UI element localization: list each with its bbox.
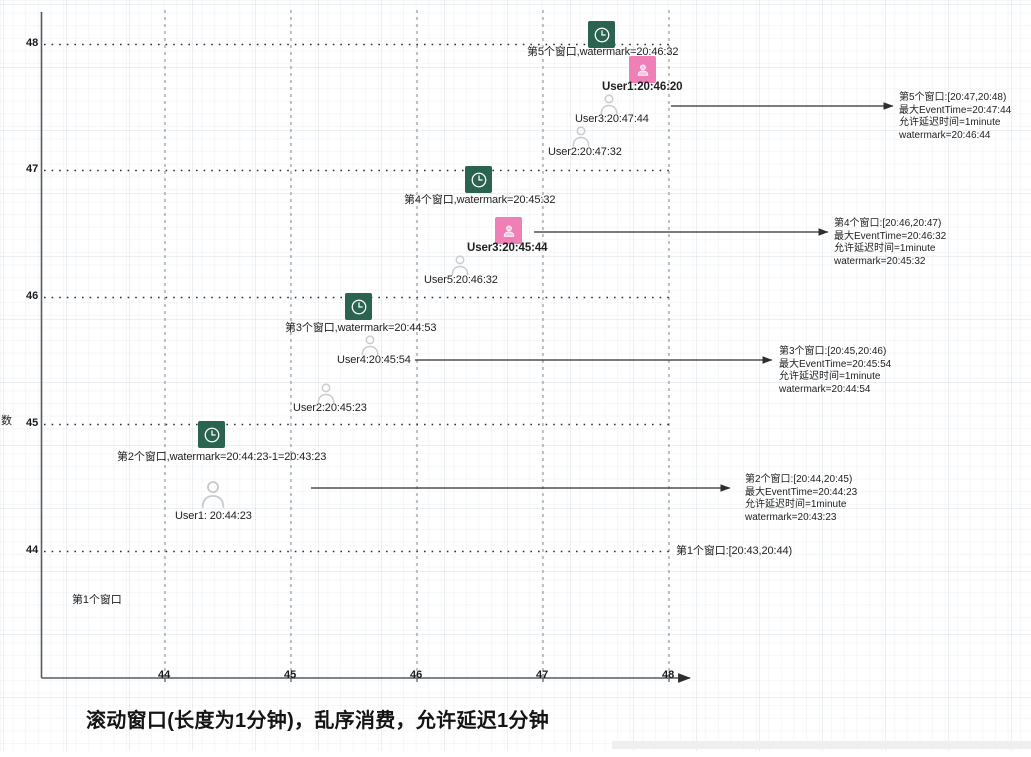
window5-annotation-line4: watermark=20:46:44: [899, 129, 991, 141]
page-title: 滚动窗口(长度为1分钟)，乱序消费，允许延迟1分钟: [86, 710, 550, 732]
clock-icon-window5: [588, 21, 615, 48]
window3-annotation-line4: watermark=20:44:54: [779, 383, 871, 395]
clock-icon-window4: [465, 166, 492, 193]
window1-floor-label: 第1个窗口: [72, 594, 122, 606]
clock-icon: [471, 172, 486, 187]
x-tick-label-48: 48: [662, 669, 675, 681]
person-icon: [600, 94, 618, 115]
y-tick-label-44: 44: [26, 544, 39, 556]
person-icon-window4-user5: [449, 253, 471, 277]
window3-event-user2-label: User2:20:45:23: [293, 402, 367, 414]
person-icon-window5-user2: [570, 124, 592, 148]
clock-icon: [204, 427, 219, 442]
person-icon: [317, 383, 335, 404]
x-tick-label-46: 46: [410, 669, 423, 681]
window4-event-user3-label: User3:20:45:44: [467, 242, 548, 254]
window5-event-user1-label: User1:20:46:20: [602, 81, 683, 93]
person-icon-window2-user1: [198, 478, 228, 510]
window4-watermark-label: 第4个窗口,watermark=20:45:32: [404, 194, 556, 206]
window5-annotation-line2: 最大EventTime=20:47:44: [899, 104, 1012, 116]
clock-icon: [594, 27, 609, 42]
window5-annotation-line1: 第5个窗口:[20:47,20:48): [899, 92, 1007, 103]
window3-annotation-line2: 最大EventTime=20:45:54: [779, 358, 892, 370]
y-tick-label-47: 47: [26, 163, 39, 175]
y-tick-label-46: 46: [26, 290, 39, 302]
window4-event-user5-label: User5:20:46:32: [424, 274, 498, 286]
window2-event-user1-label: User1: 20:44:23: [175, 510, 252, 522]
window1-range-label: 第1个窗口:[20:43,20:44): [676, 545, 793, 557]
person-icon-window5-user1: [629, 56, 656, 83]
window2-annotation-line2: 最大EventTime=20:44:23: [745, 486, 858, 498]
y-axis-label: 数: [1, 415, 12, 427]
x-tick-label-45: 45: [284, 669, 297, 681]
window3-annotation: 第3个窗口:[20:45,20:46) 最大EventTime=20:45:54…: [779, 346, 891, 396]
window4-annotation: 第4个窗口:[20:46,20:47) 最大EventTime=20:46:32…: [834, 218, 946, 268]
window3-annotation-line3: 允许延迟时间=1minute: [779, 371, 881, 383]
person-icon: [201, 481, 225, 508]
bottom-shadow-strip: [612, 741, 1031, 749]
clock-icon-window2: [198, 421, 225, 448]
window4-annotation-line4: watermark=20:45:32: [834, 255, 926, 267]
window2-watermark-label: 第2个窗口,watermark=20:44:23-1=20:43:23: [117, 451, 327, 463]
bottom-white-strip: [0, 751, 1031, 757]
clock-icon: [351, 299, 366, 314]
window5-event-user3-label: User3:20:47:44: [575, 113, 649, 125]
window3-watermark-label: 第3个窗口,watermark=20:44:53: [285, 322, 437, 334]
x-tick-label-44: 44: [158, 669, 171, 681]
person-icon: [503, 225, 514, 237]
person-icon-window4-user3: [495, 217, 522, 244]
window2-annotation: 第2个窗口:[20:44,20:45) 最大EventTime=20:44:23…: [745, 474, 857, 524]
window3-annotation-line1: 第3个窗口:[20:45,20:46): [779, 346, 887, 357]
window5-event-user2-label: User2:20:47:32: [548, 146, 622, 158]
person-icon: [637, 64, 648, 76]
y-tick-label-45: 45: [26, 417, 39, 429]
x-tick-label-47: 47: [536, 669, 549, 681]
clock-icon-window3: [345, 293, 372, 320]
window5-annotation-line3: 允许延迟时间=1minute: [899, 117, 1001, 129]
person-icon-window5-user3: [598, 92, 620, 116]
person-icon: [451, 255, 469, 276]
person-icon: [572, 126, 590, 147]
person-icon-window3-user4: [359, 333, 381, 357]
window2-annotation-line4: watermark=20:43:23: [745, 511, 837, 523]
person-icon-window3-user2: [315, 381, 337, 405]
window5-watermark-label: 第5个窗口,watermark=20:46:32: [527, 46, 679, 58]
window3-event-user4-label: User4:20:45:54: [337, 354, 411, 366]
y-tick-label-48: 48: [26, 37, 39, 49]
window4-annotation-line1: 第4个窗口:[20:46,20:47): [834, 218, 942, 229]
window2-annotation-line1: 第2个窗口:[20:44,20:45): [745, 474, 853, 485]
window5-annotation: 第5个窗口:[20:47,20:48) 最大EventTime=20:47:44…: [899, 92, 1011, 142]
window4-annotation-line3: 允许延迟时间=1minute: [834, 243, 936, 255]
window4-annotation-line2: 最大EventTime=20:46:32: [834, 230, 947, 242]
person-icon: [361, 335, 379, 356]
window2-annotation-line3: 允许延迟时间=1minute: [745, 499, 847, 511]
